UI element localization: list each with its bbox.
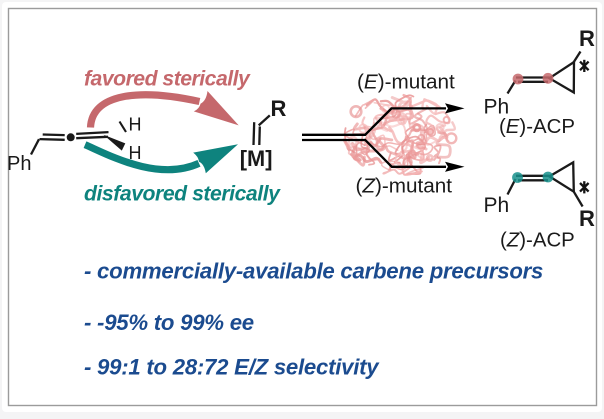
svg-text:(Z)-ACP: (Z)-ACP (500, 229, 575, 251)
svg-text:(Z)-mutant: (Z)-mutant (356, 175, 453, 198)
svg-text:favored sterically: favored sterically (84, 68, 251, 91)
svg-text:- 99:1 to 28:72 E/Z selectivit: - 99:1 to 28:72 E/Z selectivity (84, 355, 380, 380)
svg-text:R: R (579, 26, 595, 51)
svg-text:(E)-ACP: (E)-ACP (499, 116, 575, 138)
svg-text:Ph: Ph (7, 153, 31, 175)
svg-text:[M]: [M] (240, 146, 273, 171)
svg-text:R: R (579, 206, 595, 231)
svg-text:- commercially-available carbe: - commercially-available carbene precurs… (84, 259, 543, 284)
svg-text:(E)-mutant: (E)-mutant (357, 71, 455, 94)
svg-text:H: H (129, 115, 142, 135)
svg-text:H: H (129, 143, 142, 163)
svg-text:Ph: Ph (484, 194, 510, 217)
svg-text:Ph: Ph (484, 95, 510, 118)
svg-text:disfavored sterically: disfavored sterically (84, 183, 281, 206)
svg-text:R: R (271, 96, 287, 121)
svg-text:- -95% to 99% ee: - -95% to 99% ee (84, 310, 254, 335)
